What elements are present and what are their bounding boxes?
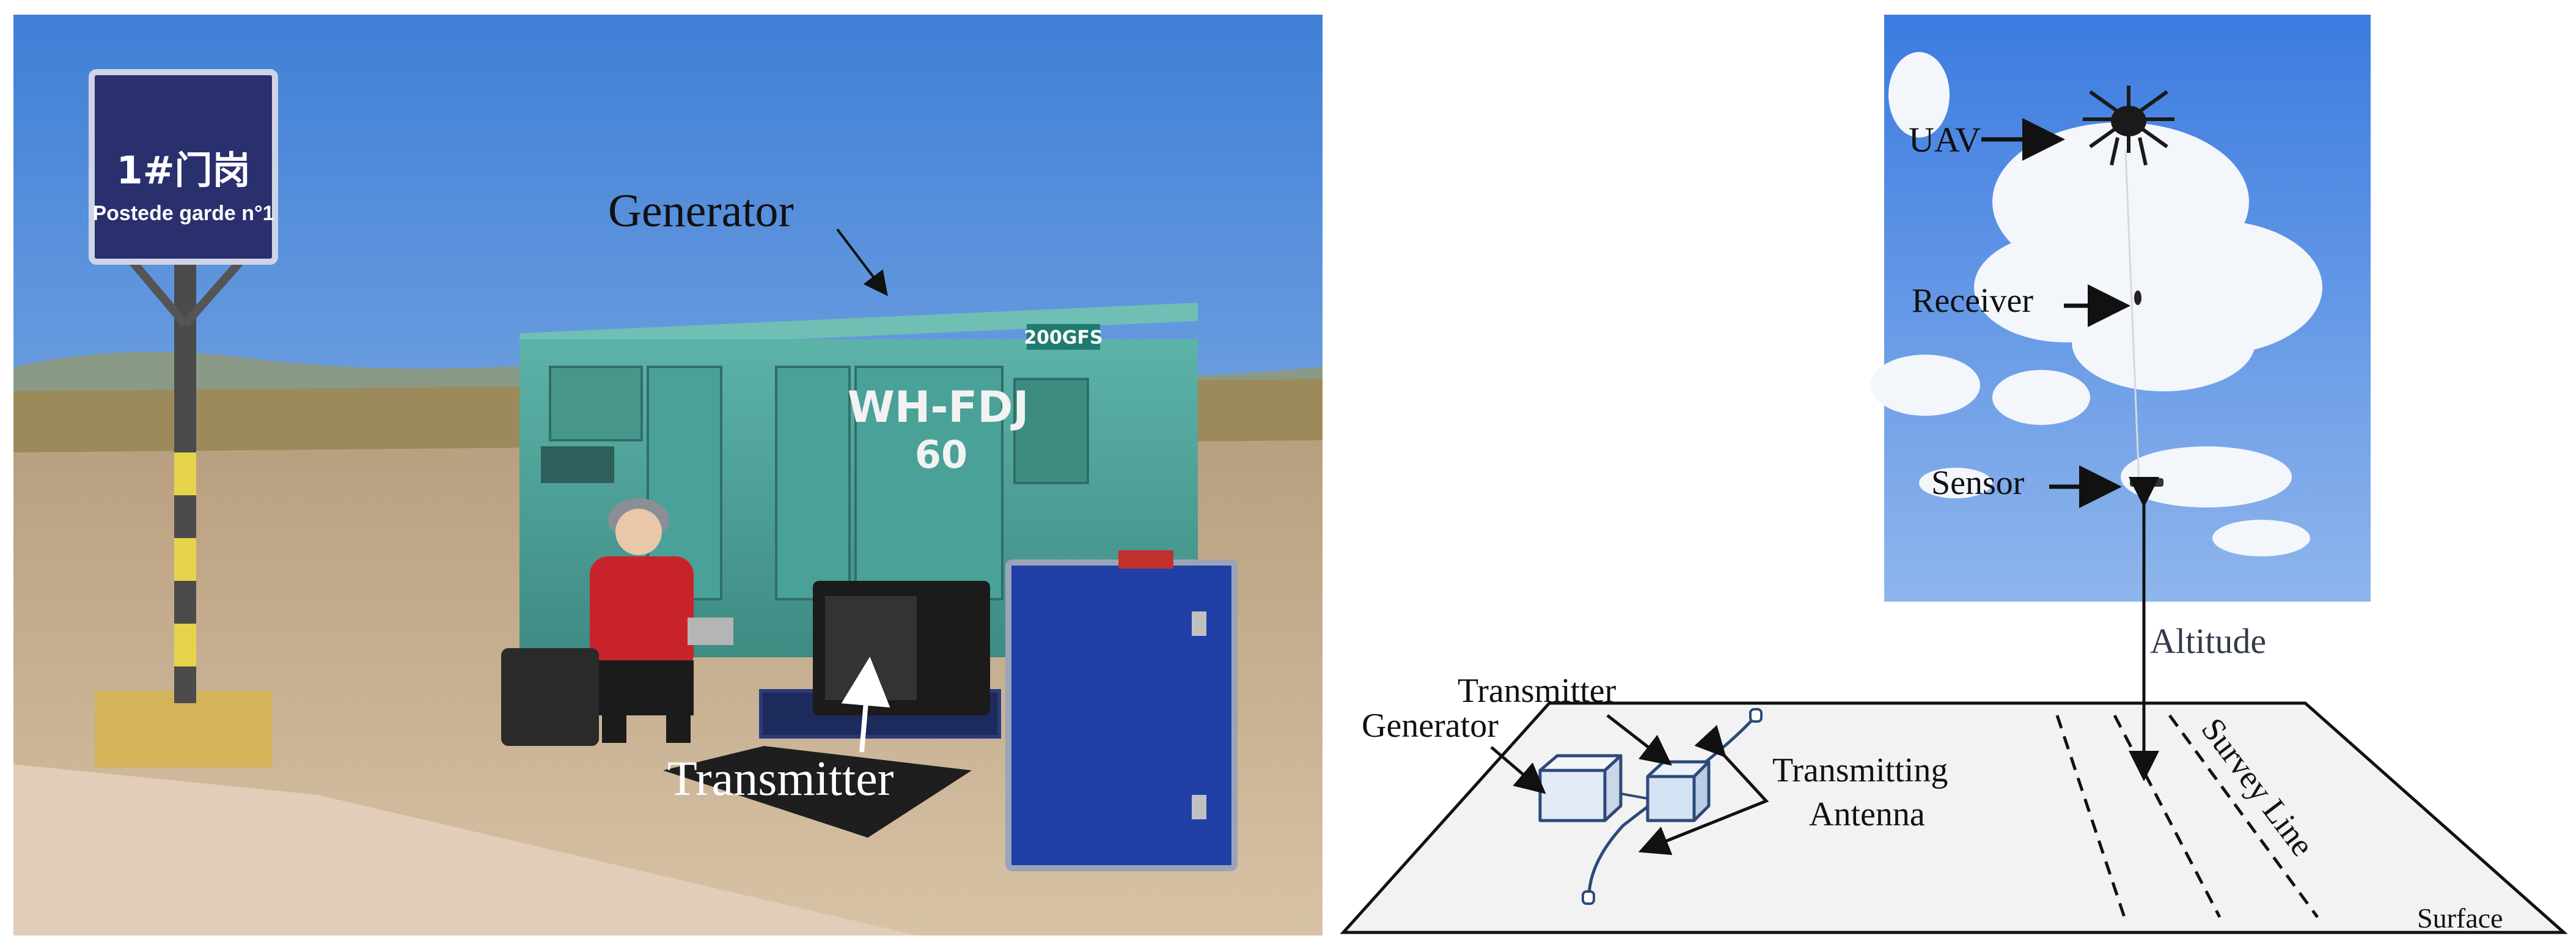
label-uav: UAV	[1909, 120, 1981, 160]
label-antenna-line1: Transmitting	[1772, 751, 1948, 789]
tether	[2124, 149, 2140, 484]
antenna-end-top	[1749, 708, 1763, 723]
label-receiver: Receiver	[1912, 282, 2033, 320]
sign-line2: Postede garde n°1	[92, 202, 274, 225]
blue-case	[1005, 550, 1238, 871]
transmitter-box-icon	[1646, 760, 1711, 822]
label-altitude: Altitude	[2150, 621, 2266, 661]
arrow-antenna	[1638, 725, 1769, 855]
arrow-transmitter-photo	[841, 657, 890, 753]
generator-badge: 200GFS	[1024, 327, 1103, 349]
sign-post: 1#门岗 Postede garde n°1	[89, 69, 278, 767]
generator-badge-bg	[1027, 324, 1100, 350]
sign-line1: 1#门岗	[116, 148, 250, 193]
arrow-generator-schematic	[1490, 746, 1546, 794]
schematic: Altitude Survey Line Transmitter Generat…	[1340, 477, 2568, 934]
generator-vent	[541, 446, 614, 483]
concrete-slab	[13, 764, 917, 935]
sensor-icon	[2130, 478, 2163, 487]
survey-line-1	[2055, 715, 2126, 918]
operator-person	[590, 498, 733, 743]
survey-surface	[1340, 701, 2568, 934]
uav-photo: UAV Receiver Sensor	[1870, 15, 2371, 602]
label-surface: Surface	[2417, 902, 2503, 934]
receiver-icon	[2134, 290, 2141, 305]
generator-box	[1538, 754, 1623, 822]
sign-base	[95, 691, 272, 767]
label-generator-photo: Generator	[608, 185, 794, 237]
antenna-end-bottom	[1582, 890, 1595, 905]
label-transmitter-photo: Transmitter	[667, 752, 894, 806]
generator-number: 60	[915, 432, 967, 477]
black-case	[501, 648, 599, 746]
survey-line-2	[2113, 714, 2222, 918]
label-generator-schematic: Generator	[1362, 707, 1499, 745]
clouds	[1870, 52, 2322, 556]
sign-board	[89, 69, 278, 265]
uav-drone-icon	[2083, 86, 2174, 166]
arrow-generator-photo	[836, 228, 888, 297]
generator-model: WH-FDJ	[848, 382, 1029, 432]
survey-line-3	[2168, 714, 2319, 918]
label-sensor: Sensor	[1931, 464, 2025, 502]
label-antenna-line2: Antenna	[1809, 795, 1925, 833]
left-photo: 1#门岗 Postede garde n°1 WH-FDJ 60 200GFS	[13, 15, 1323, 935]
label-transmitter-schematic: Transmitter	[1458, 672, 1616, 710]
